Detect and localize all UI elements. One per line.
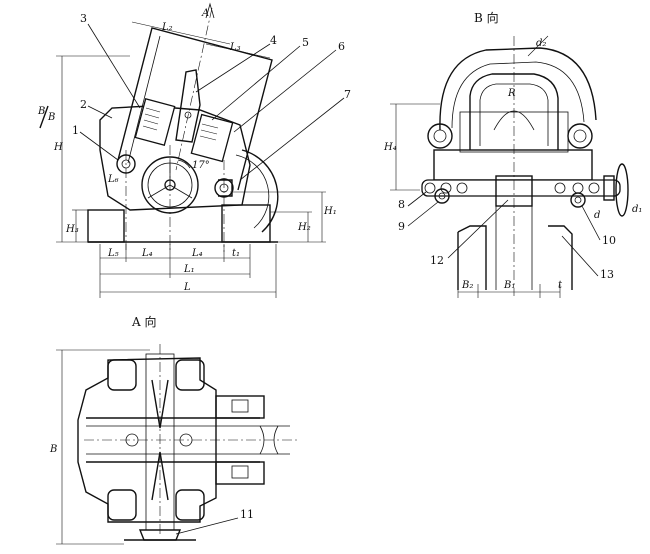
dim-L: L [183, 282, 191, 293]
dim-L5: L₅ [107, 248, 119, 259]
dim-L6: L₆ [107, 174, 119, 185]
dim-L3: L₃ [229, 42, 241, 53]
dim-H: H [53, 142, 63, 153]
part-6-label: 6 [338, 40, 345, 53]
dim-L4-right: L₄ [191, 248, 203, 259]
dim-B1: B₁ [503, 280, 515, 291]
dim-d: d [594, 210, 600, 221]
dim-d1: d₁ [632, 204, 642, 215]
part-3-label: 3 [80, 12, 87, 25]
dim-t1: t₁ [232, 248, 240, 259]
part-11-label: 11 [240, 508, 254, 521]
part-5-label: 5 [302, 36, 309, 49]
dim-L4-left: L₄ [141, 248, 153, 259]
part-9-label: 9 [398, 220, 405, 233]
dim-H4: H₄ [383, 142, 397, 153]
a-view-title: A 向 [131, 314, 156, 329]
part-10-label: 10 [602, 234, 616, 247]
dim-B2: B₂ [461, 280, 473, 291]
dim-B-a-view: B [49, 444, 57, 455]
b-view: B 向 R d₂ [383, 10, 642, 298]
dim-L2: L₂ [161, 22, 173, 33]
b-view-title: B 向 [474, 10, 499, 25]
section-arrow-a-label: A [201, 8, 209, 19]
dim-d2: d₂ [536, 38, 546, 49]
part-8-label: 8 [398, 198, 405, 211]
part-13-label: 13 [600, 268, 614, 281]
part-7-label: 7 [344, 88, 351, 101]
part-4-label: 4 [270, 34, 277, 47]
dim-B-main: B [47, 112, 55, 123]
part-12-label: 12 [430, 254, 444, 267]
dim-H3: H₃ [65, 224, 79, 235]
dim-H2: H₂ [297, 222, 311, 233]
part-2-label: 2 [80, 98, 87, 111]
dim-R: R [507, 88, 516, 99]
angle-label: 17° [192, 160, 210, 171]
dim-L1: L₁ [183, 264, 195, 275]
front-view: A B 17° H H₃ H₁ H₂ L₆ L₅ [37, 2, 351, 298]
a-view: A 向 B [49, 314, 300, 545]
dim-H1: H₁ [323, 206, 337, 217]
part-1-label: 1 [72, 124, 79, 137]
dim-t: t [558, 280, 563, 291]
section-arrow-b-label: B [37, 106, 45, 117]
